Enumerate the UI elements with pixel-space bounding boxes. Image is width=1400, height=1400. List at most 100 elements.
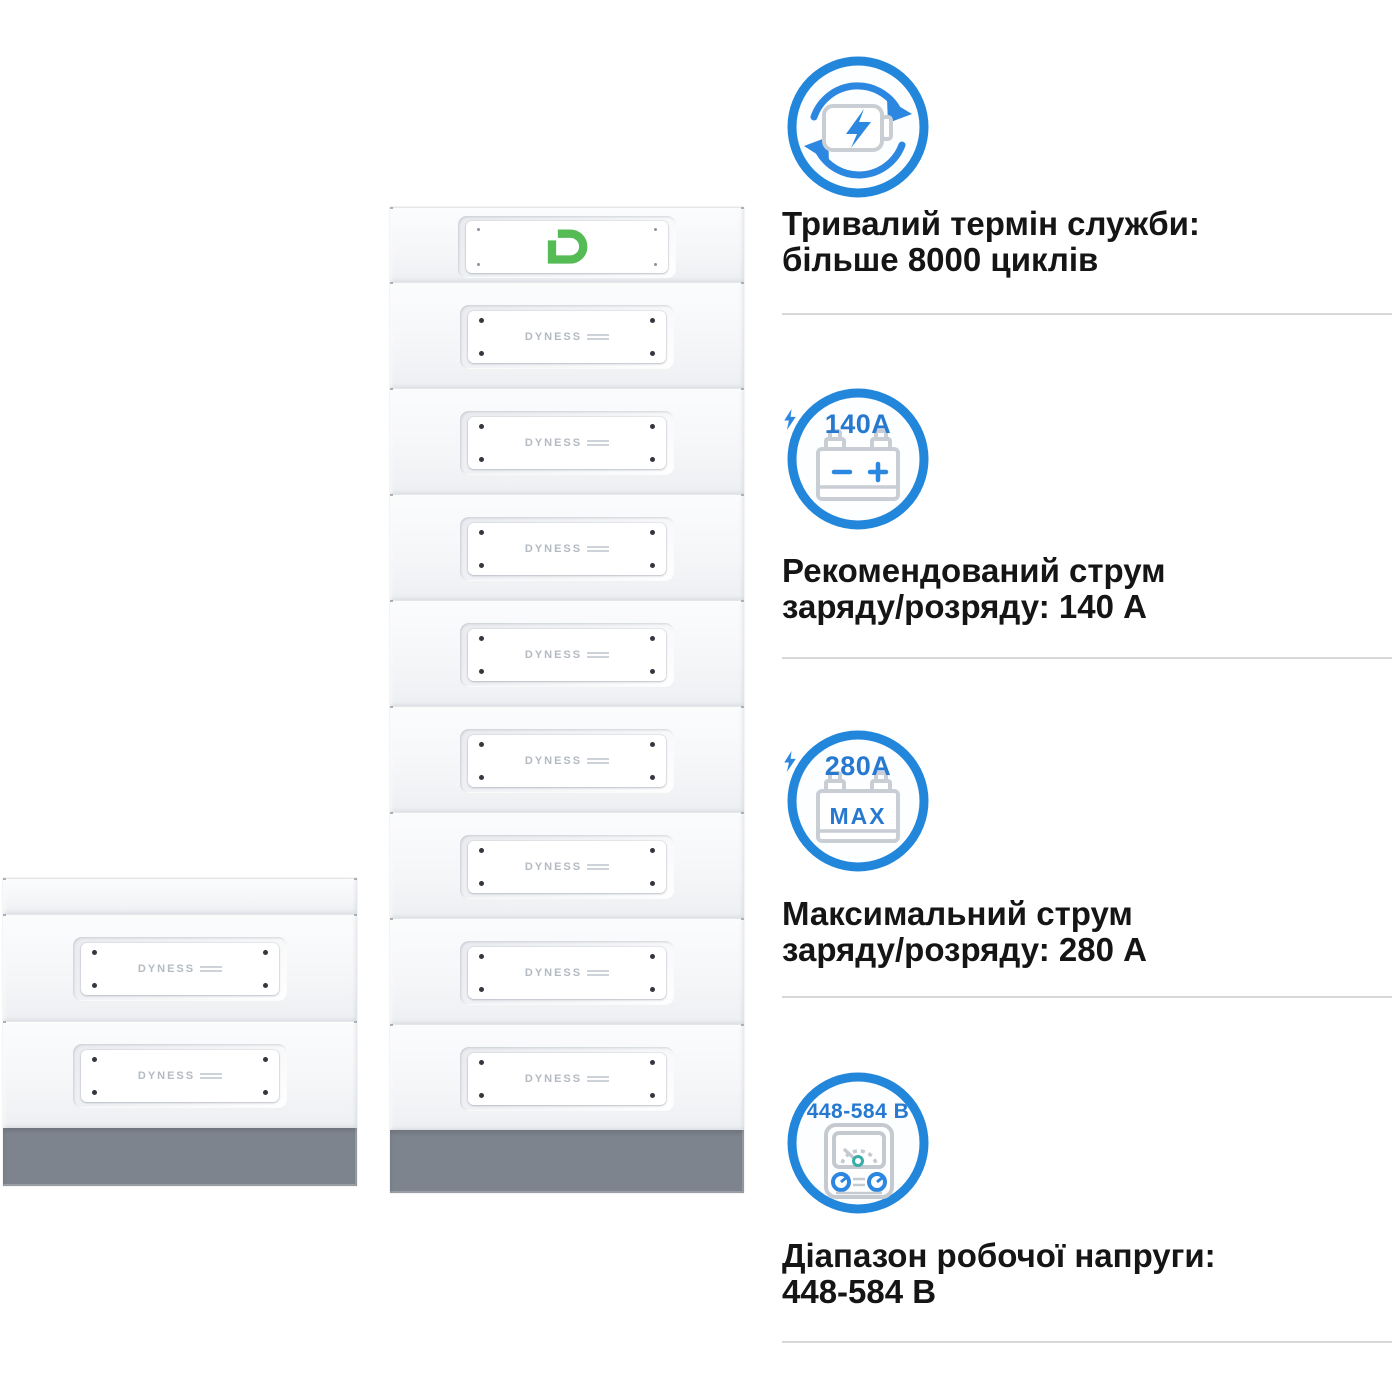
screw-icon [650, 1060, 655, 1065]
screw-icon [263, 950, 268, 955]
divider [782, 657, 1392, 659]
screw-icon [650, 669, 655, 674]
battery-tower-tall: DYNESS DYNESS [390, 207, 744, 1193]
module-plate [466, 221, 668, 273]
module-brand-subtext-bars [200, 966, 223, 972]
module-plate-tray [458, 216, 676, 278]
screw-icon [650, 636, 655, 641]
screw-icon [92, 1057, 97, 1062]
module-brand-logo: DYNESS [468, 1053, 666, 1105]
feature-line: заряду/розряду: 280 А [782, 931, 1147, 968]
module-brand-text: DYNESS [524, 437, 583, 449]
module-plate-tray: DYNESS [460, 1047, 674, 1111]
feature-line: Тривалий термін служби: [782, 205, 1200, 242]
screw-icon [479, 530, 484, 535]
screw-icon [650, 881, 655, 886]
screw-icon [477, 228, 480, 231]
feature-line: заряду/розряду: 140 А [782, 588, 1147, 625]
module-brand-logo: DYNESS [468, 841, 666, 893]
screw-icon [650, 424, 655, 429]
screw-icon [479, 881, 484, 886]
screw-icon [650, 1093, 655, 1098]
screw-icon [650, 987, 655, 992]
battery-module: DYNESS [390, 918, 744, 1024]
module-brand-logo: DYNESS [468, 735, 666, 787]
module-plate: DYNESS [468, 311, 666, 363]
lightning-icon [784, 409, 796, 430]
divider [782, 1341, 1392, 1343]
feature-text-max-current: Максимальний струм заряду/розряду: 280 А [782, 896, 1394, 968]
module-brand-logo: DYNESS [468, 629, 666, 681]
module-plate-tray: DYNESS [460, 729, 674, 793]
module-brand-logo: DYNESS [468, 523, 666, 575]
feature-text-voltage-range: Діапазон робочої напруги: 448-584 В [782, 1238, 1394, 1310]
voltmeter-icon: 448-584 В [784, 1069, 932, 1217]
tower-base [390, 1130, 744, 1193]
feature-line: Максимальний струм [782, 895, 1133, 932]
module-brand-subtext-bars [587, 758, 610, 764]
module-plate-tray: DYNESS [460, 623, 674, 687]
module-brand-text: DYNESS [524, 649, 583, 661]
battery-module: DYNESS [390, 812, 744, 918]
screw-icon [479, 954, 484, 959]
feature-line: 448-584 В [782, 1273, 937, 1310]
icon-badge-voltage: 448-584 В [806, 1100, 910, 1123]
screw-icon [479, 669, 484, 674]
feature-text-recommended-current: Рекомендований струм заряду/розряду: 140… [782, 553, 1394, 625]
feature-line: Рекомендований струм [782, 552, 1166, 589]
screw-icon [650, 318, 655, 323]
dyness-d-logo-icon [466, 221, 668, 273]
screw-icon [479, 318, 484, 323]
module-plate: DYNESS [468, 947, 666, 999]
battery-module: DYNESS [3, 914, 357, 1021]
module-plate-tray: DYNESS [73, 937, 287, 1001]
lightning-icon [784, 751, 796, 772]
battery-module: DYNESS [390, 282, 744, 388]
battery-module: DYNESS [390, 706, 744, 812]
module-brand-subtext-bars [587, 440, 610, 446]
screw-icon [479, 351, 484, 356]
icon-badge-140a: 140A [784, 409, 932, 440]
module-brand-logo: DYNESS [468, 417, 666, 469]
battery-module: DYNESS [3, 1021, 357, 1128]
battery-tower-short: DYNESS DYNESS [3, 878, 357, 1186]
screw-icon [650, 457, 655, 462]
screw-icon [650, 954, 655, 959]
module-brand-subtext-bars [587, 546, 610, 552]
battery-module: DYNESS [390, 600, 744, 706]
screw-icon [650, 742, 655, 747]
module-plate: DYNESS [468, 629, 666, 681]
battery-module-logo [390, 207, 744, 282]
screw-icon [479, 563, 484, 568]
module-brand-text: DYNESS [137, 963, 196, 975]
screw-icon [650, 530, 655, 535]
screw-icon [654, 263, 657, 266]
battery-module: DYNESS [390, 494, 744, 600]
screw-icon [263, 983, 268, 988]
module-brand-logo: DYNESS [81, 943, 279, 995]
module-plate-tray: DYNESS [73, 1044, 287, 1108]
screw-icon [263, 1057, 268, 1062]
screw-icon [92, 983, 97, 988]
module-brand-text: DYNESS [524, 331, 583, 343]
module-plate: DYNESS [468, 1053, 666, 1105]
module-brand-subtext-bars [587, 1076, 610, 1082]
screw-icon [654, 228, 657, 231]
screw-icon [479, 987, 484, 992]
module-plate: DYNESS [81, 943, 279, 995]
screw-icon [479, 775, 484, 780]
module-plate: DYNESS [468, 417, 666, 469]
screw-icon [479, 636, 484, 641]
module-plate-tray: DYNESS [460, 517, 674, 581]
module-brand-subtext-bars [587, 864, 610, 870]
screw-icon [650, 848, 655, 853]
tower-base [3, 1128, 357, 1186]
module-brand-text: DYNESS [524, 755, 583, 767]
screw-icon [263, 1090, 268, 1095]
battery-module: DYNESS [390, 1024, 744, 1130]
module-plate-tray: DYNESS [460, 411, 674, 475]
module-brand-text: DYNESS [524, 1073, 583, 1085]
module-plate-tray: DYNESS [460, 941, 674, 1005]
divider [782, 996, 1392, 998]
